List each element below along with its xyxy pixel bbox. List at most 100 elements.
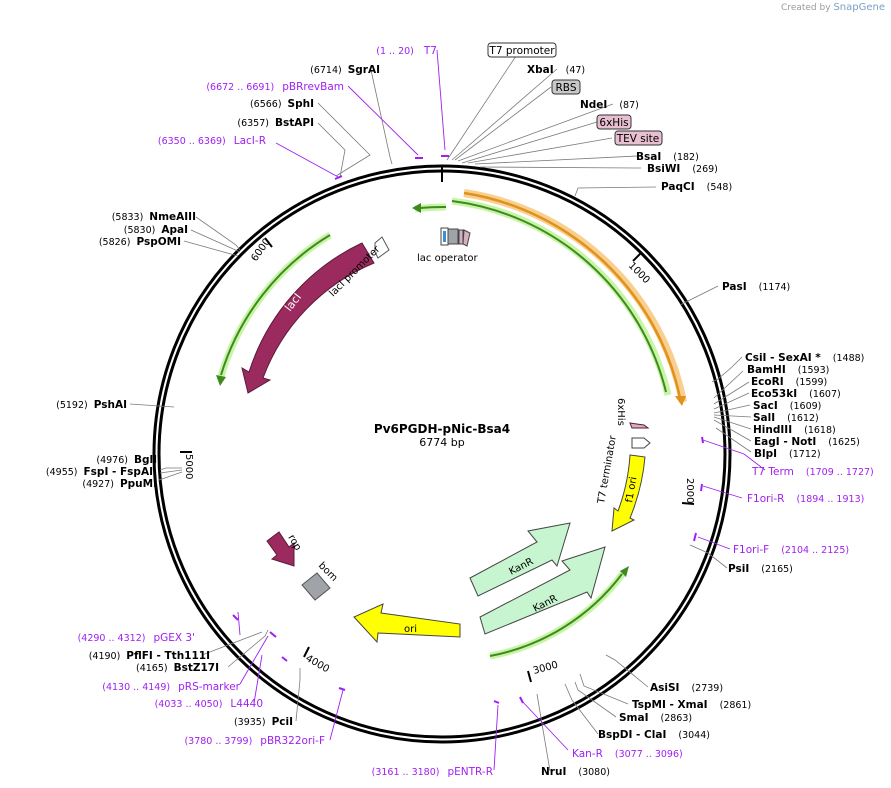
primer-kan-r[interactable]: Kan-R(3077 .. 3096) xyxy=(572,748,683,760)
enzyme-paqci[interactable]: PaqCI(548) xyxy=(661,181,732,193)
enzyme-blpi[interactable]: BlpI(1712) xyxy=(754,448,821,460)
f1-ori-label: f1 ori xyxy=(624,476,639,504)
lacI-orf-arc-glow xyxy=(216,232,332,381)
enzyme-eco53ki[interactable]: Eco53kI(1607) xyxy=(751,388,841,400)
enzyme-ecori[interactable]: EcoRI(1599) xyxy=(751,376,827,388)
snapgene-logo: SnapGene xyxy=(833,2,885,13)
tick-2000: 2000 xyxy=(681,478,695,505)
boxed-tev-site[interactable]: TEV site xyxy=(614,130,663,146)
enzyme-ndei[interactable]: NdeI(87) xyxy=(580,99,639,111)
svg-text:6xHis: 6xHis xyxy=(599,117,628,129)
tick-label-4000: 4000 xyxy=(304,653,332,675)
enzyme-saci[interactable]: SacI(1609) xyxy=(753,400,821,412)
top-orf-arc xyxy=(419,205,447,209)
tick-label-2000: 2000 xyxy=(684,478,695,503)
top-orf-arrowhead xyxy=(412,203,421,213)
lac-operator-label: lac operator xyxy=(417,253,478,264)
boxed-6xhis[interactable]: 6xHis xyxy=(596,114,632,130)
enzyme-nrui[interactable]: NruI(3080) xyxy=(541,766,610,778)
primer-l4440[interactable]: (4033 .. 4050)L4440 xyxy=(155,698,263,710)
enzyme-sphi[interactable]: (6566)SphI xyxy=(250,98,314,110)
enzyme-nmeaiii[interactable]: (5833)NmeAIII xyxy=(112,211,196,223)
enzyme-csii-sexai[interactable]: CsiI - SexAI *(1488) xyxy=(745,352,864,364)
enzyme-bstapi[interactable]: (6357)BstAPI xyxy=(237,117,314,129)
enzyme-xbai[interactable]: XbaI(47) xyxy=(527,64,585,76)
primer-pbr322ori-f[interactable]: (3780 .. 3799)pBR322ori-F xyxy=(184,735,325,747)
enzyme-sali[interactable]: SalI(1612) xyxy=(753,412,819,424)
plasmid-length: 6774 bp xyxy=(419,436,464,449)
primer-f1ori-r[interactable]: F1ori-R(1894 .. 1913) xyxy=(747,493,864,505)
primer-prs-marker[interactable]: (4130 .. 4149)pRS-marker xyxy=(102,681,240,693)
enzyme-apai[interactable]: (5830)ApaI xyxy=(124,224,188,236)
primer-leader-lines xyxy=(237,49,766,771)
enzyme-pspomi[interactable]: (5826)PspOMI xyxy=(99,236,181,248)
tick-label-3000: 3000 xyxy=(532,660,559,677)
primer-laci-r[interactable]: (6350 .. 6369)LacI-R xyxy=(158,135,266,147)
enzyme-labels: (6714)SgrAI (6566)SphI (6357)BstAPI XbaI… xyxy=(46,64,864,778)
svg-text:TEV site: TEV site xyxy=(616,133,660,145)
tick-4000: 4000 xyxy=(303,646,332,675)
enzyme-sgrai[interactable]: (6714)SgrAI xyxy=(310,64,380,76)
primer-pbrrevbam[interactable]: (6672 .. 6691)pBRrevBam xyxy=(206,81,344,93)
enzyme-hindiii[interactable]: HindIII(1618) xyxy=(753,424,836,436)
primer-f1ori-f[interactable]: F1ori-F(2104 .. 2125) xyxy=(733,544,849,556)
primer-t7[interactable]: (1 .. 20)T7 xyxy=(376,45,437,57)
boxed-rbs[interactable]: RBS xyxy=(551,79,581,95)
enzyme-bspdi-clai[interactable]: BspDI - ClaI(3044) xyxy=(598,729,710,741)
primer-pgex3[interactable]: (4290 .. 4312)pGEX 3' xyxy=(78,632,195,644)
enzyme-tspmi-xmai[interactable]: TspMI - XmaI(2861) xyxy=(632,699,751,711)
lacI-orf-arc xyxy=(220,234,331,376)
tick-6000: 6000 xyxy=(249,237,273,264)
enzyme-bsai[interactable]: BsaI(182) xyxy=(636,151,699,163)
ori-label: ori xyxy=(404,624,417,635)
primer-markers xyxy=(232,155,704,704)
lacI-orf-arrowhead xyxy=(216,375,226,386)
credit-text: Created by xyxy=(781,3,831,13)
svg-text:T7 promoter: T7 promoter xyxy=(488,45,555,57)
tick-3000: 3000 xyxy=(527,660,559,683)
enzyme-pflfi-tth111i[interactable]: (4190)PflFI - Tth111I xyxy=(89,650,210,662)
svg-text:RBS: RBS xyxy=(556,82,577,94)
enzyme-bgli[interactable]: (4976)BglI xyxy=(96,454,157,466)
insert-arc xyxy=(463,191,682,399)
enzyme-asisi[interactable]: AsiSI(2739) xyxy=(650,682,723,694)
enzyme-bsiwi[interactable]: BsiWI(269) xyxy=(647,163,718,175)
lacI-promoter-feature xyxy=(374,236,390,259)
tick-label-6000: 6000 xyxy=(249,237,273,264)
enzyme-ppumi[interactable]: (4927)PpuMI xyxy=(82,478,157,490)
tick-5000: 5000 xyxy=(180,451,194,479)
f1-ori-feature xyxy=(611,454,646,532)
lac-operator-cluster xyxy=(440,227,471,247)
sixhis-label: 6xHis xyxy=(615,398,626,426)
boxed-feature-labels: T7 promoter RBS 6xHis TEV site xyxy=(487,42,663,146)
enzyme-bamhi[interactable]: BamHI(1593) xyxy=(747,364,829,376)
kan-orf-arc xyxy=(489,573,623,657)
kanr-feature-1 xyxy=(469,522,571,597)
bom-feature xyxy=(301,572,331,601)
sixhis-feature xyxy=(629,422,650,429)
enzyme-bstz17i[interactable]: (4165)BstZ17I xyxy=(136,662,219,674)
enzyme-eagi-noti[interactable]: EagI - NotI(1625) xyxy=(754,436,860,448)
insert-arc-glow xyxy=(463,189,687,403)
rop-feature xyxy=(266,531,295,567)
tick-label-5000: 5000 xyxy=(183,454,194,479)
enzyme-pasi[interactable]: PasI(1174) xyxy=(722,281,790,293)
boxed-t7-promoter[interactable]: T7 promoter xyxy=(487,42,557,58)
enzyme-psii[interactable]: PsiI(2165) xyxy=(728,563,793,575)
t7-terminator-feature xyxy=(631,437,651,449)
tick-1000: 1000 xyxy=(626,251,652,286)
kanr-feature-2 xyxy=(479,546,606,635)
plasmid-name: Pv6PGDH-pNic-Bsa4 xyxy=(374,422,510,436)
leader-lines xyxy=(129,49,752,772)
primer-labels: (1 .. 20)T7 (6672 .. 6691)pBRrevBam (635… xyxy=(78,45,874,778)
enzyme-fspi-fspai[interactable]: (4955)FspI - FspAI xyxy=(46,466,153,478)
enzyme-smai[interactable]: SmaI(2863) xyxy=(619,712,692,724)
enzyme-pcii[interactable]: (3935)PciI xyxy=(234,716,293,728)
enzyme-pshai[interactable]: (5192)PshAI xyxy=(56,399,127,411)
lacI-feature xyxy=(241,242,375,394)
primer-pentr-r[interactable]: (3161 .. 3180)pENTR-R xyxy=(372,766,493,778)
primer-t7-term[interactable]: T7 Term(1709 .. 1727) xyxy=(751,466,874,478)
snapgene-credit: Created by SnapGene xyxy=(781,2,885,13)
orf-arc xyxy=(451,200,667,393)
